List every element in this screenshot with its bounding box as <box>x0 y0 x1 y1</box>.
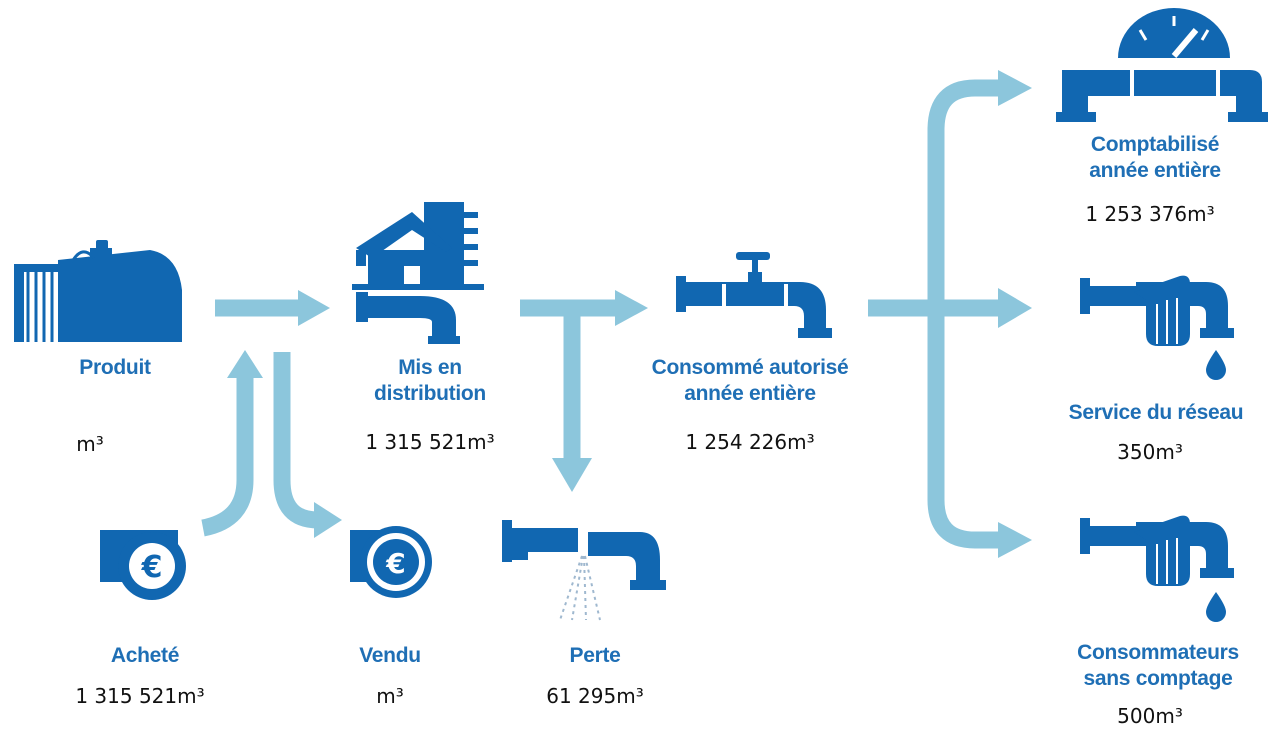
value-consomme-autorise-number: 1 254 226 <box>685 430 788 454</box>
arrow-distribution-to-vendu <box>273 352 342 538</box>
value-sans-comptage-unit: m³ <box>1155 704 1183 728</box>
label-sans-comptage-line1: Consommateurs <box>1077 641 1239 664</box>
hand-pipe-drop-icon <box>1080 515 1234 622</box>
arrow-achete-to-distribution <box>201 350 263 537</box>
value-mis-en-distribution-unit: m³ <box>467 430 495 454</box>
water-meter-icon <box>1056 8 1268 122</box>
label-mis-en-distribution-line2: distribution <box>374 382 486 405</box>
value-sans-comptage-number: 500 <box>1117 704 1156 728</box>
value-achete: 1 315 521m³ <box>40 684 240 708</box>
value-comptabilise-unit: m³ <box>1187 202 1215 226</box>
label-consomme-autorise-line2: année entière <box>684 382 816 405</box>
value-consomme-autorise-unit: m³ <box>787 430 815 454</box>
hand-pipe-drop-icon <box>1080 275 1234 380</box>
label-mis-en-distribution: Mis en distribution <box>340 355 520 407</box>
value-mis-en-distribution: 1 315 521m³ <box>330 430 530 454</box>
euro-coin-outline-icon: € <box>350 526 432 598</box>
label-consomme-autorise-line1: Consommé autorisé <box>651 356 849 379</box>
label-sans-comptage-line2: sans comptage <box>1083 667 1233 690</box>
label-comptabilise-line1: Comptabilisé <box>1090 133 1220 156</box>
arrow-to-perte <box>552 308 592 492</box>
value-achete-unit: m³ <box>177 684 205 708</box>
value-mis-en-distribution-number: 1 315 521 <box>365 430 468 454</box>
label-sans-comptage: Consommateurs sans comptage <box>1040 640 1276 692</box>
label-produit: Produit <box>79 356 151 379</box>
label-consomme-autorise: Consommé autorisé année entière <box>610 355 890 407</box>
label-comptabilise-line2: année entière <box>1089 159 1221 182</box>
euro-coin-icon: € <box>100 530 186 600</box>
label-vendu: Vendu <box>359 644 421 667</box>
water-tank-icon <box>14 240 182 342</box>
svg-text:€: € <box>141 550 163 585</box>
valve-pipe-icon <box>676 252 832 338</box>
value-perte-number: 61 295 <box>546 684 617 708</box>
value-perte: 61 295m³ <box>505 684 685 708</box>
value-service-reseau-unit: m³ <box>1155 440 1183 464</box>
value-perte-unit: m³ <box>616 684 644 708</box>
value-sans-comptage: 500m³ <box>1080 704 1220 728</box>
svg-text:€: € <box>385 547 405 580</box>
value-comptabilise: 1 253 376m³ <box>1050 202 1250 226</box>
value-produit: m³ <box>20 432 160 456</box>
house-building-pipe-icon <box>352 202 484 344</box>
value-service-reseau: 350m³ <box>1080 440 1220 464</box>
arrow-produit-to-distribution <box>215 290 330 326</box>
value-produit-unit: m³ <box>76 432 104 456</box>
value-consomme-autorise: 1 254 226m³ <box>650 430 850 454</box>
label-achete: Acheté <box>110 644 180 667</box>
value-vendu-unit: m³ <box>376 684 404 708</box>
label-mis-en-distribution-line1: Mis en <box>398 356 462 379</box>
value-comptabilise-number: 1 253 376 <box>1085 202 1188 226</box>
label-comptabilise: Comptabilisé année entière <box>1040 132 1270 184</box>
arrow-distribution-to-consomme <box>520 290 648 326</box>
value-achete-number: 1 315 521 <box>75 684 178 708</box>
label-service-reseau: Service du réseau <box>1068 401 1244 424</box>
value-service-reseau-number: 350 <box>1117 440 1156 464</box>
arrow-consomme-to-outputs <box>868 70 1032 558</box>
label-perte: Perte <box>569 644 621 667</box>
value-vendu: m³ <box>320 684 460 708</box>
leaking-pipe-icon <box>502 520 666 621</box>
